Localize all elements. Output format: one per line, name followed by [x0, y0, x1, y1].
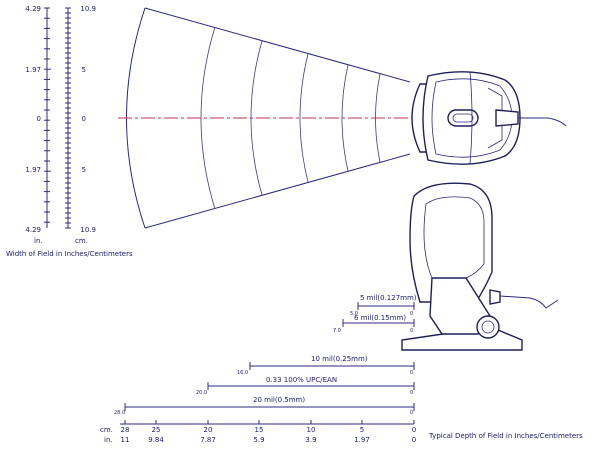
width-inch-tick-top: 4.29 [25, 5, 41, 13]
depth-cm-tick-1: 25 [152, 426, 161, 434]
width-inch-tick-lower: 1.97 [25, 166, 41, 174]
depth-bar-upc-start: 20.0 [196, 390, 207, 396]
depth-cm-tick-3: 15 [255, 426, 264, 434]
width-cm-tick-bottom: 10.9 [80, 226, 96, 234]
width-scale-caption: Width of Field in Inches/Centimeters [6, 250, 133, 258]
width-scale-inches-ticks [44, 7, 51, 223]
depth-bar-5mil: 5 mil(0.127mm) 5.0 0 [350, 294, 417, 317]
depth-bar-20mil-start: 28.0 [114, 410, 125, 416]
depth-axis-caption: Typical Depth of Field in Inches/Centime… [428, 432, 583, 440]
depth-bar-10mil: 10 mil(0.25mm) 16.0 0 [237, 355, 415, 376]
depth-in-tick-4: 3.9 [305, 436, 316, 444]
depth-bar-20mil-end: 0 [410, 410, 413, 416]
width-cm-tick-top: 10.9 [80, 5, 96, 13]
width-inch-tick-bottom: 4.29 [25, 226, 41, 234]
width-inch-tick-center: 0 [37, 115, 41, 123]
depth-in-tick-5: 1.97 [354, 436, 370, 444]
width-scale-cm: 10.9 5 0 5 10.9 cm. [65, 5, 96, 245]
depth-in-tick-1: 9.84 [148, 436, 164, 444]
depth-bars: 5 mil(0.127mm) 5.0 0 6 mil(0.15mm) 7.0 0… [114, 294, 417, 416]
depth-bar-6mil: 6 mil(0.15mm) 7.0 0 [333, 314, 415, 334]
depth-bar-upc-label: 0.33 100% UPC/EAN [266, 376, 337, 384]
width-cm-tick-upper: 5 [82, 66, 86, 74]
depth-in-tick-6: 0 [412, 436, 416, 444]
width-cm-tick-lower: 5 [82, 166, 86, 174]
depth-cm-tick-5: 5 [360, 426, 364, 434]
depth-bar-upc: 0.33 100% UPC/EAN 20.0 0 [196, 376, 415, 396]
width-inch-tick-upper: 1.97 [25, 66, 41, 74]
depth-in-tick-0: 11 [121, 436, 130, 444]
depth-cm-tick-6: 0 [412, 426, 416, 434]
scanner-side-view [401, 182, 559, 351]
depth-bar-10mil-start: 16.0 [237, 370, 248, 376]
width-scale-cm-ticks [65, 7, 71, 229]
depth-cm-tick-0: 28 [121, 426, 130, 434]
depth-bar-6mil-label: 6 mil(0.15mm) [354, 314, 406, 322]
depth-bar-10mil-label: 10 mil(0.25mm) [311, 355, 368, 363]
depth-bar-upc-end: 0 [410, 390, 413, 396]
depth-bar-6mil-start: 7.0 [333, 328, 341, 334]
width-cm-unit: cm. [75, 237, 88, 245]
depth-bar-5mil-end: 0 [410, 311, 413, 317]
depth-bar-5mil-start: 5.0 [350, 311, 358, 317]
depth-in-tick-3: 5.9 [253, 436, 264, 444]
depth-in-unit: in. [104, 436, 113, 444]
depth-cm-tick-2: 20 [204, 426, 213, 434]
depth-cm-unit: cm. [100, 426, 113, 434]
scanner-top-view [411, 71, 567, 165]
width-scale-inches: 4.29 1.97 0 1.97 4.29 in. [25, 5, 51, 245]
depth-axis: cm. in. 28 25 20 15 10 5 0 11 9.84 7.87 … [100, 420, 583, 444]
depth-bar-20mil-label: 20 mil(0.5mm) [253, 396, 305, 404]
depth-cm-tick-4: 10 [307, 426, 316, 434]
depth-in-tick-2: 7.87 [200, 436, 216, 444]
depth-bar-6mil-end: 0 [410, 328, 413, 334]
width-inch-unit: in. [34, 237, 43, 245]
depth-bar-10mil-end: 0 [410, 370, 413, 376]
depth-bar-5mil-label: 5 mil(0.127mm) [360, 294, 417, 302]
width-cm-tick-center: 0 [82, 115, 86, 123]
depth-bar-20mil: 20 mil(0.5mm) 28.0 0 [114, 396, 415, 416]
depth-axis-ticks [124, 420, 415, 424]
